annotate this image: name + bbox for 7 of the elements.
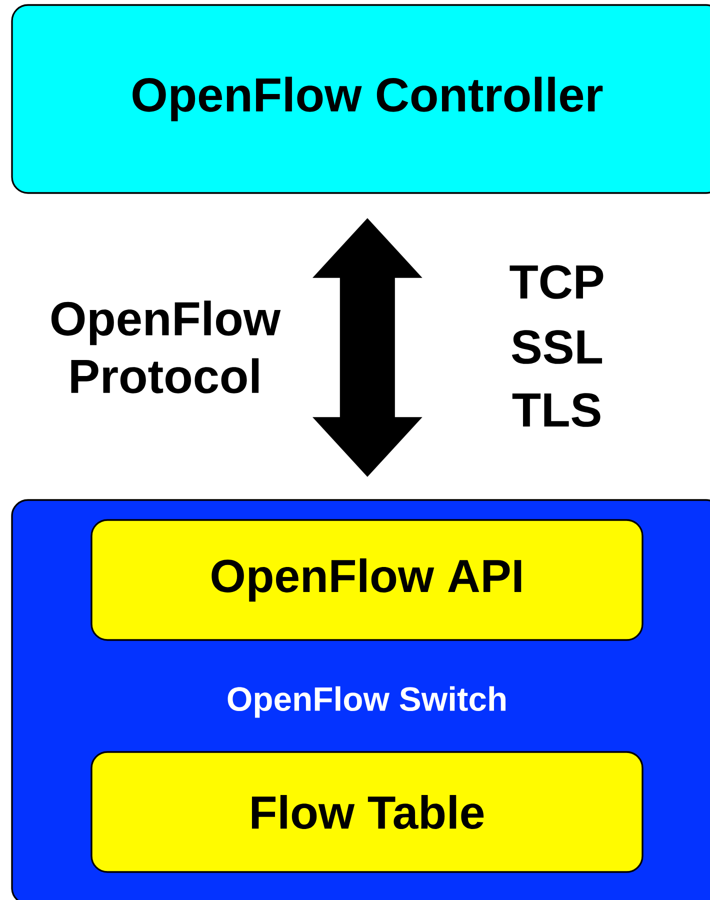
protocol-label: TCP bbox=[510, 265, 604, 299]
edge-label: OpenFlow Protocol bbox=[51, 300, 281, 394]
api-box: OpenFlow API bbox=[90, 519, 644, 641]
table-box: Flow Table bbox=[90, 751, 644, 873]
controller-box: OpenFlow Controller bbox=[11, 4, 710, 194]
protocol-label: TLS bbox=[512, 393, 600, 427]
protocol-label: SSL bbox=[512, 330, 602, 364]
